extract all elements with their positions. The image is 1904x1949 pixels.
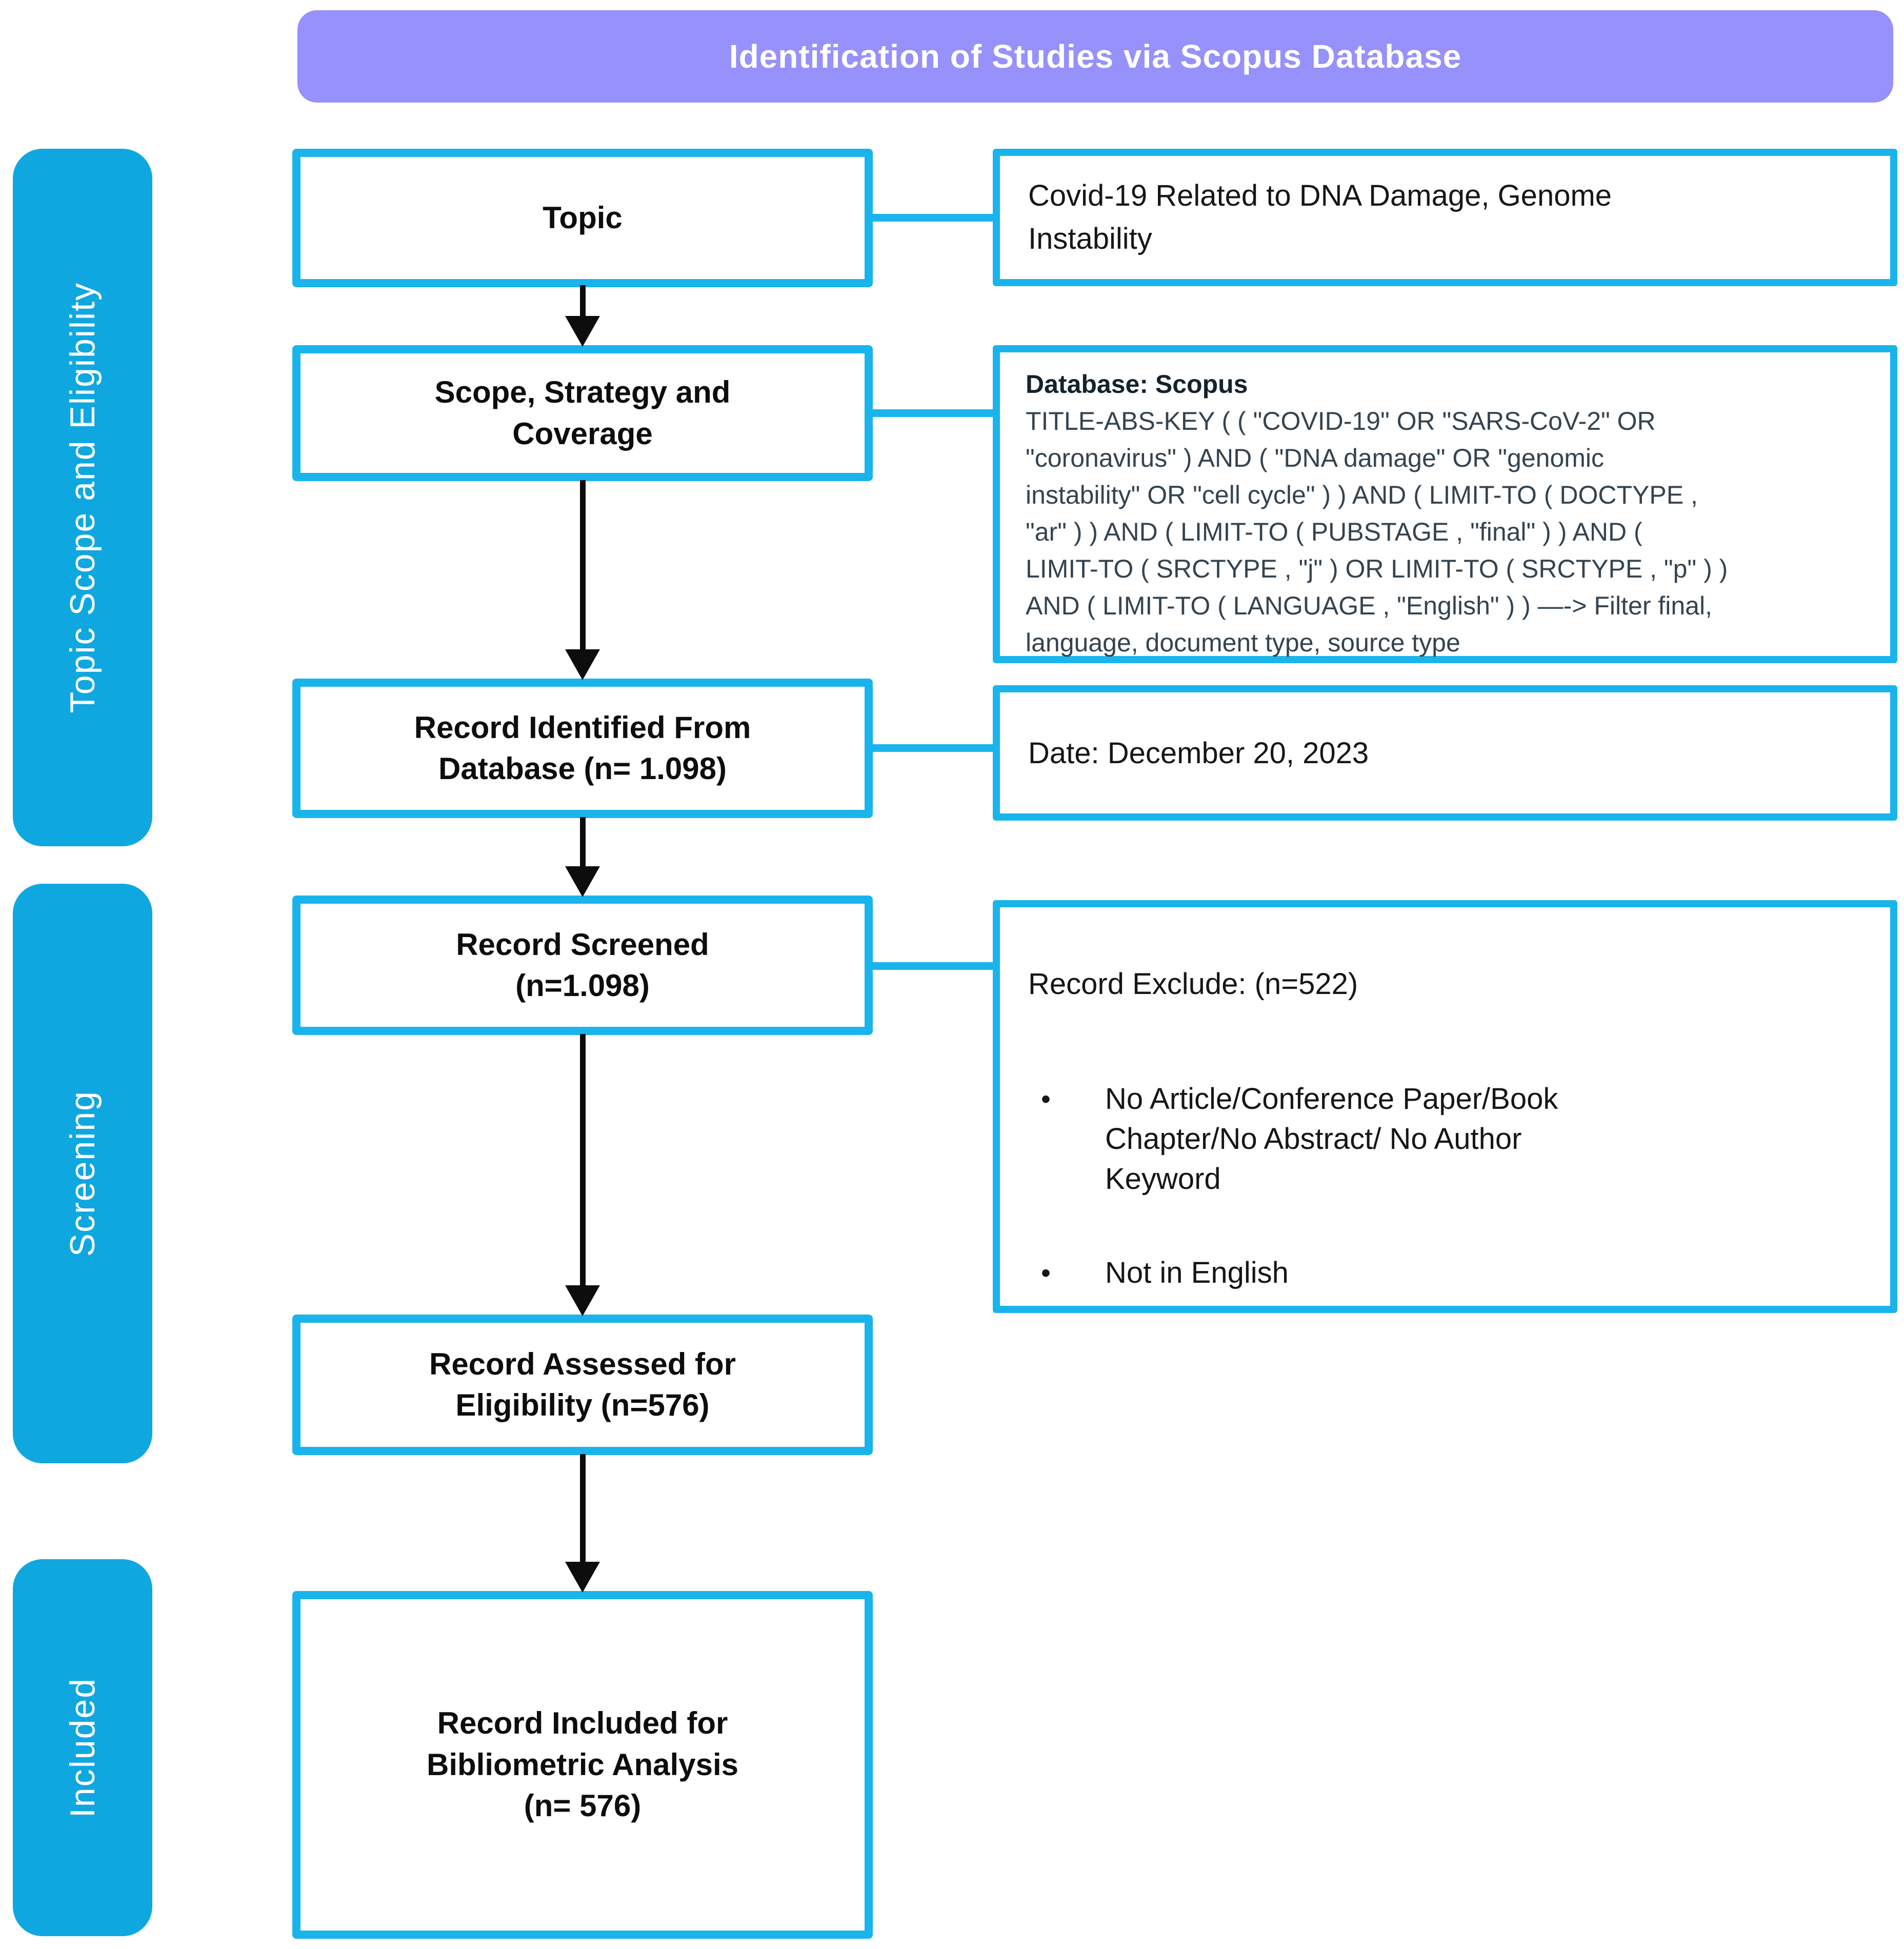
stage-bar-included: Included bbox=[13, 1559, 152, 1936]
stage-label: Screening bbox=[63, 1090, 102, 1257]
flow-box-records-included: Record Included for Bibliometric Analysi… bbox=[292, 1591, 873, 1939]
note-box-topic-description: Covid-19 Related to DNA Damage, Genome I… bbox=[993, 149, 1897, 286]
down-arrow-icon bbox=[565, 285, 600, 347]
flow-box-label: Record Identified From Database (n= 1.09… bbox=[414, 710, 751, 786]
bullet-icon: • bbox=[1041, 1083, 1051, 1115]
flow-box-label: Record Included for Bibliometric Analysi… bbox=[427, 1706, 738, 1823]
list-item: • Not in English bbox=[1028, 1253, 1875, 1293]
flow-box-label: Scope, Strategy and Coverage bbox=[434, 375, 731, 451]
flow-box-label: Record Screened (n=1.098) bbox=[456, 927, 709, 1003]
stage-label: Topic Scope and Eligibility bbox=[63, 282, 102, 713]
stage-bar-topic-scope-eligibility: Topic Scope and Eligibility bbox=[13, 149, 152, 846]
header-title: Identification of Studies via Scopus Dat… bbox=[729, 38, 1462, 75]
header-banner: Identification of Studies via Scopus Dat… bbox=[297, 10, 1893, 103]
down-arrow-icon bbox=[565, 480, 600, 680]
flow-box-topic: Topic bbox=[292, 149, 873, 287]
note-box-search-query: Database: Scopus TITLE-ABS-KEY ( ( "COVI… bbox=[993, 345, 1897, 663]
flow-box-label: Topic bbox=[543, 200, 623, 235]
flow-box-records-screened: Record Screened (n=1.098) bbox=[292, 896, 873, 1035]
down-arrow-icon bbox=[565, 1454, 600, 1593]
connector-line-topic bbox=[873, 214, 993, 222]
exclude-reason: No Article/Conference Paper/Book Chapter… bbox=[1105, 1082, 1558, 1196]
down-arrow-icon bbox=[565, 1034, 600, 1316]
stage-label: Included bbox=[63, 1677, 102, 1818]
bullet-icon: • bbox=[1041, 1257, 1051, 1288]
flow-box-scope-strategy-coverage: Scope, Strategy and Coverage bbox=[292, 345, 873, 481]
note-box-search-date: Date: December 20, 2023 bbox=[993, 685, 1897, 821]
flow-box-records-identified: Record Identified From Database (n= 1.09… bbox=[292, 679, 873, 818]
down-arrow-icon bbox=[565, 817, 600, 897]
flow-box-label: Record Assessed for Eligibility (n=576) bbox=[429, 1346, 736, 1422]
list-item: • No Article/Conference Paper/Book Chapt… bbox=[1028, 1079, 1875, 1199]
connector-line-scope bbox=[873, 409, 993, 417]
connector-line-screened bbox=[873, 962, 993, 970]
query-string: TITLE-ABS-KEY ( ( "COVID-19" OR "SARS-Co… bbox=[1026, 407, 1728, 657]
query-database-line: Database: Scopus bbox=[1026, 370, 1248, 399]
note-box-records-excluded: Record Exclude: (n=522) • No Article/Con… bbox=[993, 900, 1897, 1313]
flow-box-records-assessed: Record Assessed for Eligibility (n=576) bbox=[292, 1315, 873, 1455]
note-text: Date: December 20, 2023 bbox=[1028, 736, 1369, 770]
exclude-title: Record Exclude: (n=522) bbox=[1028, 967, 1358, 1001]
exclude-list: • No Article/Conference Paper/Book Chapt… bbox=[1028, 1079, 1875, 1293]
note-text: Covid-19 Related to DNA Damage, Genome I… bbox=[1028, 178, 1612, 255]
stage-bar-screening: Screening bbox=[13, 884, 152, 1463]
connector-line-identified bbox=[873, 744, 993, 752]
exclude-reason: Not in English bbox=[1105, 1256, 1289, 1289]
